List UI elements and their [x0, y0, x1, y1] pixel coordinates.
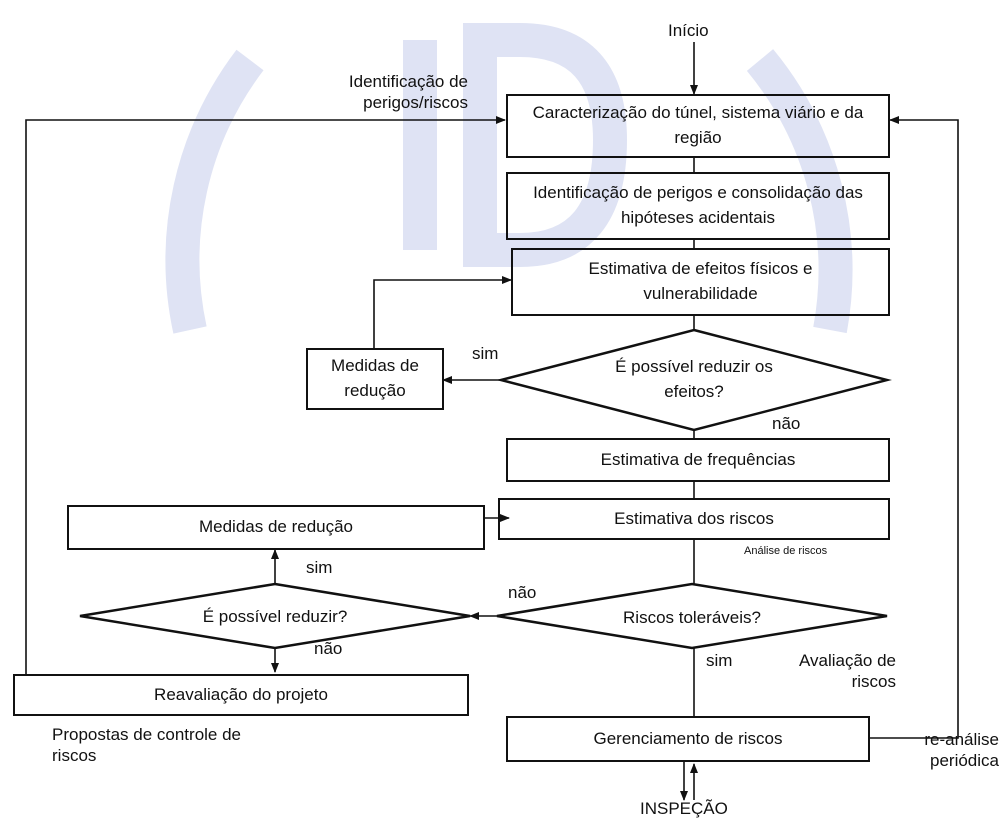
decision-text-riscos-toleraveis: Riscos toleráveis?	[623, 608, 761, 627]
decision-text-reduzir: É possível reduzir?	[202, 607, 348, 626]
label-sim-2: sim	[306, 558, 333, 577]
decision-text-reduzir-efeitos: É possível reduzir os efeitos?	[615, 357, 773, 401]
label-nao-1: não	[772, 414, 801, 433]
watermark-logo	[165, 23, 853, 334]
box-estimativa-frequencias: Estimativa de frequências	[506, 438, 890, 482]
label-reanalise: re-análise periódica	[924, 730, 999, 771]
label-sim-3: sim	[706, 651, 733, 670]
box-medidas-reducao-1: Medidas de redução	[306, 348, 444, 410]
box-reavaliacao: Reavaliação do projeto	[13, 674, 469, 716]
label-avaliacao-riscos: Avaliação de riscos	[798, 651, 896, 692]
label-nao-3: não	[314, 639, 343, 658]
label-propostas-controle: Propostas de controle de riscos	[52, 725, 242, 766]
label-identificacao-perigos: Identificação de perigos/riscos	[348, 72, 468, 113]
arrow-medidas-reducao-1-back-to-efeitos	[373, 276, 512, 348]
label-inicio: Início	[668, 21, 709, 40]
box-caracterizacao: Caracterização do túnel, sistema viário …	[506, 94, 890, 158]
box-estimativa-riscos: Estimativa dos riscos	[498, 498, 890, 540]
box-identificacao: Identificação de perigos e consolidação …	[506, 172, 890, 240]
decision-diamond-riscos-toleraveis	[496, 582, 888, 650]
label-analise-riscos: Análise de riscos	[744, 545, 828, 557]
arrow-reavaliacao-loop-to-caracterizacao	[25, 116, 506, 674]
connectors	[25, 42, 959, 801]
arrow-reanalise-loop-to-caracterizacao	[870, 116, 959, 739]
label-nao-2: não	[508, 583, 537, 602]
box-medidas-reducao-2: Medidas de redução	[67, 505, 485, 550]
box-estimativa-efeitos: Estimativa de efeitos físicos e vulnerab…	[511, 248, 890, 316]
box-gerenciamento: Gerenciamento de riscos	[506, 716, 870, 762]
label-sim-1: sim	[472, 344, 499, 363]
label-inspecao: INSPEÇÃO	[640, 799, 728, 818]
